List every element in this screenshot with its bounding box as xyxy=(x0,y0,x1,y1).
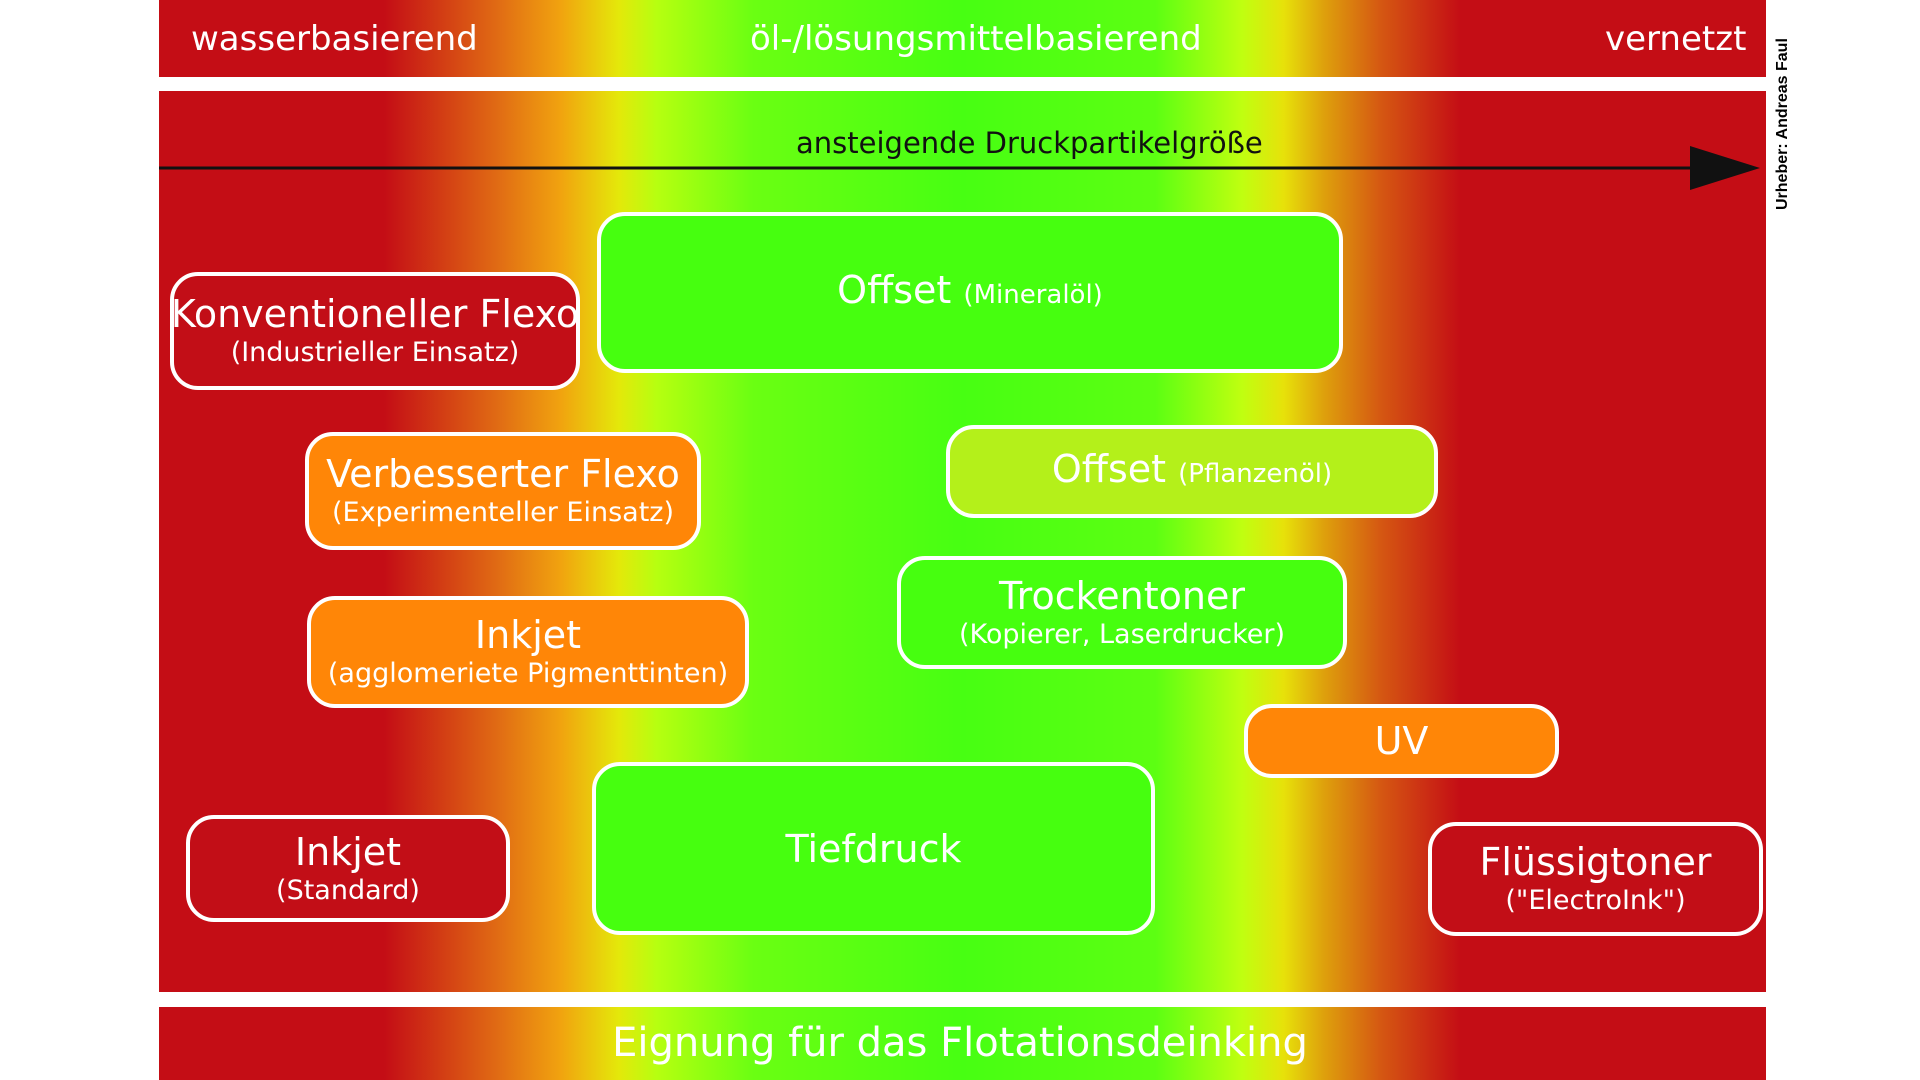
category-label-water: wasserbasierend xyxy=(191,19,478,59)
box-subtitle: (Kopierer, Laserdrucker) xyxy=(958,618,1286,650)
box-tiefdruck: Tiefdruck xyxy=(592,762,1155,935)
box-subtitle: (Standard) xyxy=(276,874,420,906)
box-title: UV xyxy=(1374,719,1429,763)
box-subtitle: (Mineralöl) xyxy=(963,280,1103,310)
box-subtitle: (Experimenteller Einsatz) xyxy=(331,497,675,528)
box-subtitle: (Industrieller Einsatz) xyxy=(230,337,520,368)
box-title: Inkjet xyxy=(474,613,582,657)
credit-text: Urheber: Andreas Faul xyxy=(1774,38,1791,210)
box-title-line: Offset (Pflanzenöl) xyxy=(1052,447,1332,496)
box-trockentoner: Trockentoner (Kopierer, Laserdrucker) xyxy=(897,556,1347,669)
box-subtitle: (Pflanzenöl) xyxy=(1178,459,1333,489)
box-inkjet-standard: Inkjet (Standard) xyxy=(186,815,510,922)
box-verbesserter-flexo: Verbesserter Flexo (Experimenteller Eins… xyxy=(305,432,701,550)
axis-label: ansteigende Druckpartikelgröße xyxy=(796,126,1263,160)
box-fluessigtoner: Flüssigtoner ("ElectroInk") xyxy=(1428,822,1763,936)
category-label-oil: öl-/lösungsmittelbasierend xyxy=(750,19,1202,59)
footer-band xyxy=(159,1007,1766,1080)
box-offset-mineraloel: Offset (Mineralöl) xyxy=(597,212,1343,373)
box-title: Verbesserter Flexo xyxy=(326,452,680,496)
box-title: Tiefdruck xyxy=(785,826,962,871)
box-konventioneller-flexo: Konventioneller Flexo (Industrieller Ein… xyxy=(170,272,580,390)
box-subtitle: (agglomeriete Pigmenttinten) xyxy=(327,658,729,689)
box-title: Inkjet xyxy=(294,829,402,874)
box-title: Offset xyxy=(1051,447,1167,491)
box-title-line: Offset (Mineralöl) xyxy=(837,268,1103,317)
category-label-crosslinked: vernetzt xyxy=(1605,19,1747,59)
box-inkjet-agglomeriert: Inkjet (agglomeriete Pigmenttinten) xyxy=(307,596,749,708)
box-title: Flüssigtoner xyxy=(1479,840,1712,884)
box-title: Konventioneller Flexo xyxy=(170,292,580,336)
box-subtitle: ("ElectroInk") xyxy=(1505,885,1686,916)
box-offset-pflanzenoel: Offset (Pflanzenöl) xyxy=(946,425,1438,518)
box-uv: UV xyxy=(1244,704,1559,778)
box-title: Trockentoner xyxy=(999,573,1245,618)
footer-label: Eignung für das Flotationsdeinking xyxy=(612,1020,1308,1066)
category-band xyxy=(159,0,1766,77)
credit: Urheber: Andreas Faul xyxy=(1770,20,1800,220)
box-title: Offset xyxy=(837,268,952,312)
